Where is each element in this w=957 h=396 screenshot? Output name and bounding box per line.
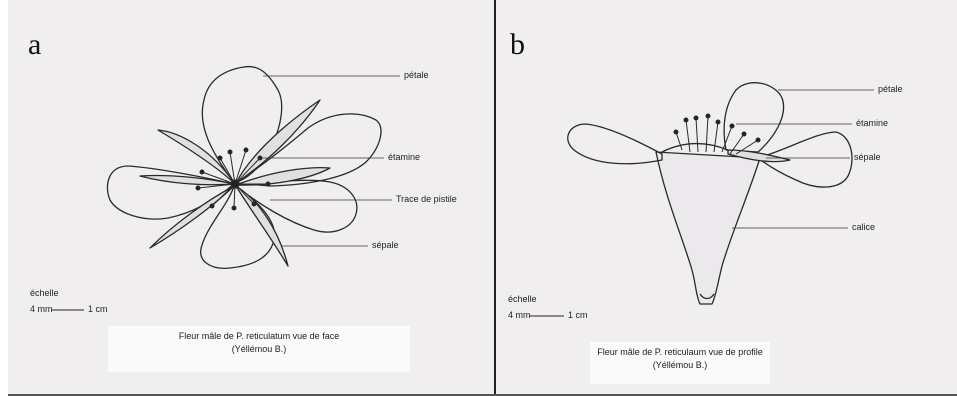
panel-a-front-view: a (8, 0, 494, 394)
scale-left-a: 4 mm (30, 304, 53, 314)
panel-b-profile-view: b (496, 0, 957, 394)
caption-a-line1: Fleur mâle de P. reticulatum vue de face (108, 330, 410, 343)
caption-a-line2: (Yéllémou B.) (108, 343, 410, 356)
label-petale-a: pétale (404, 70, 429, 80)
sepal-down-right (236, 186, 288, 266)
caption-b-line1: Fleur mâle de P. reticulaum vue de profi… (590, 346, 770, 359)
petal-left (107, 166, 234, 219)
petal-left-b (568, 124, 662, 164)
caption-b: Fleur mâle de P. reticulaum vue de profi… (590, 342, 770, 384)
sepal-down-left (150, 186, 234, 248)
scale-right-b: 1 cm (568, 310, 588, 320)
stamens-profile (674, 114, 760, 154)
flower-profile-drawing (496, 0, 957, 394)
label-sepale-b: sépale (854, 152, 881, 162)
sepal-left-b (662, 144, 728, 153)
sepal-left (140, 175, 234, 184)
label-sepale-a: sépale (372, 240, 399, 250)
label-trace-pistile-a: Trace de pistile (396, 194, 457, 204)
scale-title-b: échelle (508, 294, 537, 304)
pistil-trace (231, 180, 239, 188)
caption-a: Fleur mâle de P. reticulatum vue de face… (108, 326, 410, 372)
scale-right-a: 1 cm (88, 304, 108, 314)
scale-title-a: échelle (30, 288, 59, 298)
caption-b-line2: (Yéllémou B.) (590, 359, 770, 372)
scale-left-b: 4 mm (508, 310, 531, 320)
label-petale-b: pétale (878, 84, 903, 94)
label-etamine-b: étamine (856, 118, 888, 128)
petal-top-b (724, 83, 783, 152)
label-etamine-a: étamine (388, 152, 420, 162)
label-calice-b: calice (852, 222, 875, 232)
